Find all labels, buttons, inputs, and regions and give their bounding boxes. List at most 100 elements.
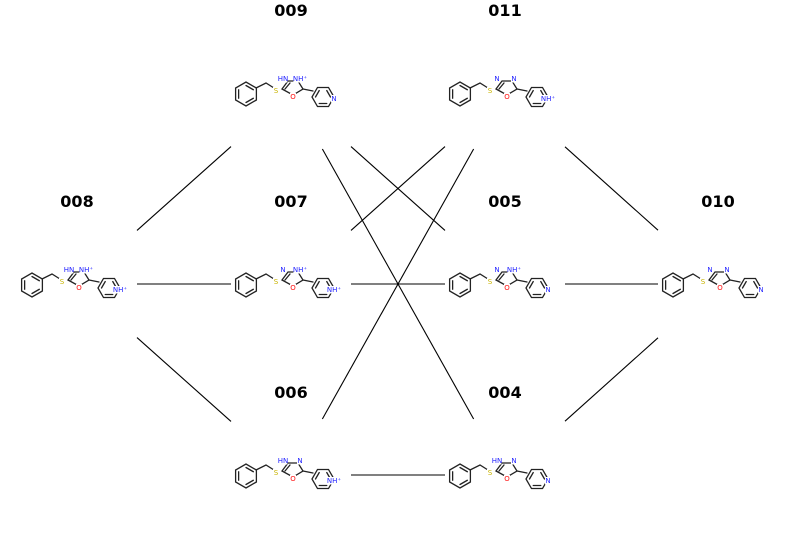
benzene-double-bond (245, 97, 255, 104)
pyridine-ring (525, 277, 549, 299)
benzene-double-bond (672, 288, 682, 295)
node-label: 008 (60, 192, 93, 211)
triazole-nitrogen-left: N (707, 266, 712, 274)
sulfur-atom: S (60, 278, 65, 286)
oxygen-atom: O (290, 475, 296, 483)
oxygen-atom: O (290, 284, 296, 292)
triazole-nitrogen-left: HN (64, 266, 75, 274)
node-label: 005 (488, 192, 521, 211)
benzene-double-bond (459, 84, 469, 91)
pyridine-double-bond (741, 280, 747, 289)
biaryl-bond (516, 470, 528, 474)
oxadiazole-double-bond (711, 273, 718, 281)
biaryl-bond (516, 88, 528, 92)
pyridine-nitrogen: NH⁺ (327, 477, 342, 485)
pyridine-double-bond (540, 280, 546, 289)
triazole-nitrogen-left: HN (278, 457, 289, 465)
pyridine-ring (525, 86, 549, 108)
biaryl-bond (302, 470, 314, 474)
pyridine-double-bond (314, 471, 320, 480)
triazole-nitrogen-right: NH⁺ (293, 266, 308, 274)
methylene-bond (469, 273, 489, 280)
pyridine-nitrogen: NH⁺ (541, 95, 556, 103)
methylene-bond (255, 82, 275, 89)
sulfur-atom: S (274, 469, 279, 477)
pyridine-double-bond (528, 471, 534, 480)
triazole-nitrogen-right: N (511, 75, 516, 83)
triazole-nitrogen-left: N (494, 75, 499, 83)
benzene-double-bond (459, 479, 469, 486)
methylene-bond (469, 82, 489, 89)
oxygen-atom: O (76, 284, 82, 292)
triazole-nitrogen-left: HN (278, 75, 289, 83)
edge-008-006 (136, 337, 232, 422)
pyridine-ring (311, 468, 335, 490)
benzene-double-bond (459, 288, 469, 295)
benzene-double-bond (459, 466, 469, 473)
pyridine-double-bond (314, 280, 320, 289)
triazole-nitrogen-left: N (280, 266, 285, 274)
oxadiazole-double-bond (498, 464, 505, 472)
methylene-bond (682, 273, 702, 280)
pyridine-ring (311, 86, 335, 108)
methylene-bond (469, 464, 489, 471)
sulfur-atom: S (488, 87, 493, 95)
triazole-nitrogen-right: NH⁺ (79, 266, 94, 274)
oxadiazole-double-bond (498, 82, 505, 90)
sulfur-atom: S (274, 278, 279, 286)
pyridine-nitrogen: N (545, 477, 550, 485)
benzene-double-bond (459, 275, 469, 282)
pyridine-double-bond (100, 280, 106, 289)
oxygen-atom: O (717, 284, 723, 292)
triazole-nitrogen-right: NH⁺ (507, 266, 522, 274)
molecule-structure: S HN N O NH⁺ (234, 457, 342, 490)
benzene-double-bond (245, 479, 255, 486)
oxadiazole-double-bond (70, 273, 77, 281)
benzene-double-bond (31, 288, 41, 295)
methylene-bond (41, 273, 61, 280)
pyridine-nitrogen: N (331, 95, 336, 103)
biaryl-bond (302, 279, 314, 283)
oxadiazole-double-bond (498, 273, 505, 281)
methylene-bond (255, 464, 275, 471)
triazole-nitrogen-right: N (511, 457, 516, 465)
oxadiazole-double-bond (284, 273, 291, 281)
pyridine-ring (97, 277, 121, 299)
node-label: 009 (274, 1, 307, 20)
sulfur-atom: S (488, 278, 493, 286)
node-label: 007 (274, 192, 307, 211)
node-label: 004 (488, 383, 521, 402)
edges-layer (136, 146, 659, 476)
oxygen-atom: O (504, 93, 510, 101)
pyridine-ring (525, 468, 549, 490)
oxygen-atom: O (290, 93, 296, 101)
benzene-double-bond (672, 275, 682, 282)
sulfur-atom: S (488, 469, 493, 477)
benzene-double-bond (245, 84, 255, 91)
benzene-double-bond (245, 275, 255, 282)
benzene-double-bond (459, 97, 469, 104)
methylene-bond (255, 273, 275, 280)
triazole-nitrogen-right: N (297, 457, 302, 465)
node-label: 011 (488, 1, 521, 20)
benzene-double-bond (245, 466, 255, 473)
oxygen-atom: O (504, 284, 510, 292)
oxygen-atom: O (504, 475, 510, 483)
molecule-structure: S HN NH⁺ O NH⁺ (20, 266, 128, 299)
pyridine-nitrogen: N (545, 286, 550, 294)
pyridine-nitrogen: NH⁺ (113, 286, 128, 294)
sulfur-atom: S (701, 278, 706, 286)
pyridine-double-bond (314, 89, 320, 98)
